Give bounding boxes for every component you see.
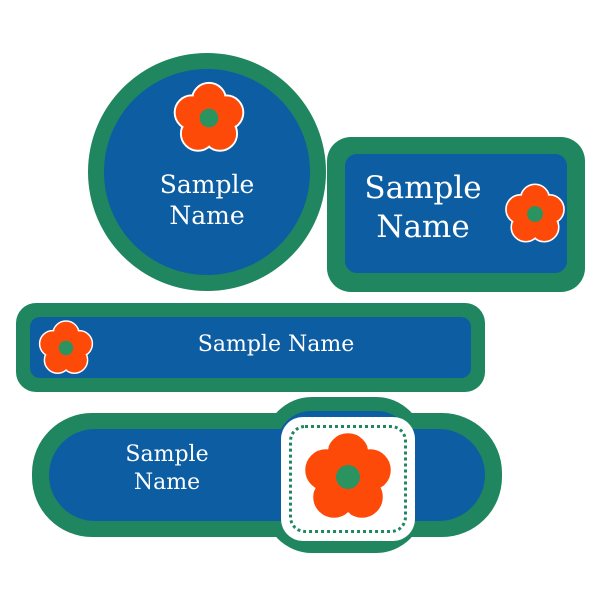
flower-icon (502, 181, 568, 247)
badge-label: Sample Name (32, 397, 502, 553)
circle-label: Sample Name (88, 53, 326, 291)
rectangle-label: Sample Name (327, 137, 585, 292)
strip-label-text: Sample Name (197, 332, 355, 357)
badge-icon-tile (281, 417, 415, 541)
flower-icon (36, 318, 96, 378)
rectangle-label-text: Sample Name (353, 169, 493, 247)
badge-label-line2: Name (133, 469, 201, 495)
rectangle-label-line1: Sample (364, 170, 482, 206)
flower-icon (298, 427, 398, 527)
circle-label-line2: Name (169, 201, 245, 231)
strip-label-field (30, 317, 471, 378)
circle-label-text: Sample Name (107, 169, 307, 232)
flower-icon (170, 79, 248, 157)
dotted-border (289, 425, 407, 533)
rectangle-label-line2: Name (376, 208, 470, 245)
badge-label-line1: Sample (125, 442, 209, 467)
badge-label-text: Sample Name (77, 441, 257, 496)
strip-label: Sample Name (16, 303, 485, 392)
circle-label-line1: Sample (159, 170, 255, 199)
